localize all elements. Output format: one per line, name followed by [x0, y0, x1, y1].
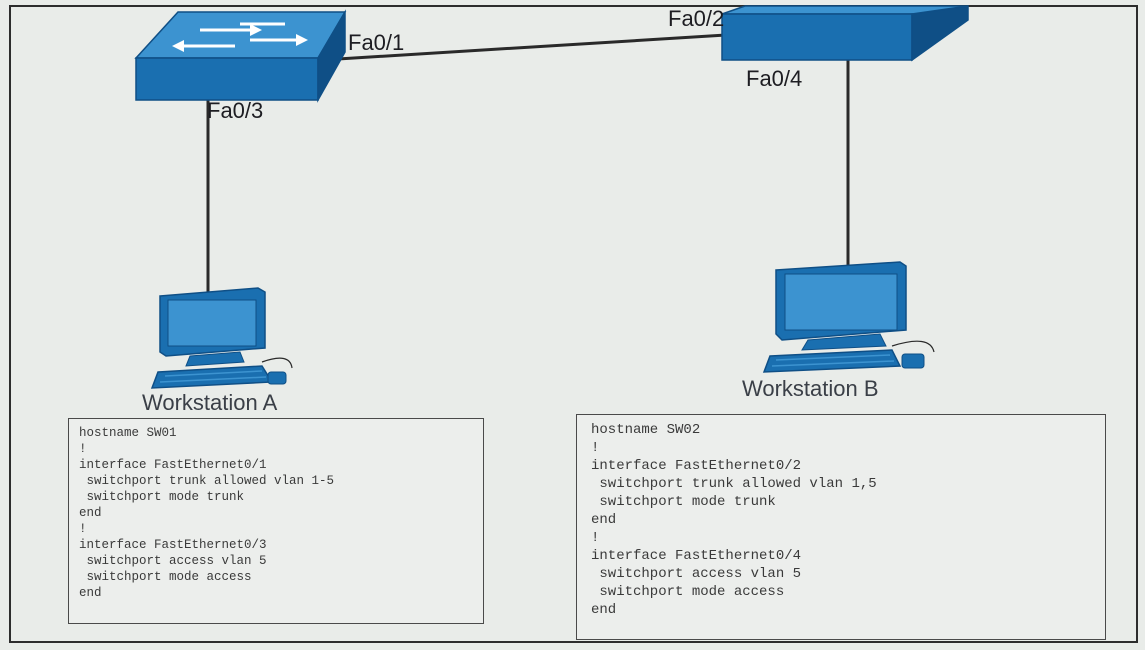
config-sw02-line: interface FastEthernet0/4 — [591, 548, 802, 564]
switch-sw02-icon — [721, 5, 969, 62]
workstation-a-icon — [150, 287, 293, 389]
workstation-b-label: Workstation B — [742, 376, 879, 401]
switch-sw01-icon — [134, 9, 347, 103]
port-label-fa0-2: Fa0/2 — [668, 6, 725, 31]
config-sw01-line: end — [79, 506, 102, 520]
workstation-b-icon — [762, 261, 935, 373]
config-sw01-line: switchport access vlan 5 — [79, 554, 267, 568]
config-sw01-line: interface FastEthernet0/1 — [79, 458, 267, 472]
config-sw01-line: end — [79, 586, 102, 600]
port-label-fa0-4: Fa0/4 — [746, 66, 803, 91]
config-sw02-line: switchport mode access — [591, 584, 785, 600]
config-sw01-line: switchport mode trunk — [79, 490, 245, 504]
config-sw01-line: ! — [79, 522, 87, 536]
config-text-sw01: hostname SW01!interface FastEthernet0/1 … — [79, 425, 473, 601]
diagram-frame — [9, 5, 1138, 643]
port-label-fa0-3: Fa0/3 — [207, 98, 264, 123]
config-sw02-line: interface FastEthernet0/2 — [591, 458, 802, 474]
config-sw02-line: switchport access vlan 5 — [591, 566, 802, 582]
config-box-sw02: hostname SW02!interface FastEthernet0/2 … — [576, 414, 1106, 640]
config-sw01-line: hostname SW01 — [79, 426, 177, 440]
config-sw01-line: interface FastEthernet0/3 — [79, 538, 267, 552]
config-sw02-line: hostname SW02 — [591, 422, 701, 438]
config-sw01-line: switchport trunk allowed vlan 1-5 — [79, 474, 335, 488]
config-sw02-line: ! — [591, 530, 600, 546]
config-text-sw02: hostname SW02!interface FastEthernet0/2 … — [591, 421, 1091, 619]
trunk-link — [321, 33, 727, 62]
config-sw02-line: switchport mode trunk — [591, 494, 776, 510]
config-sw01-line: switchport mode access — [79, 570, 252, 584]
config-sw01-line: ! — [79, 442, 87, 456]
port-label-fa0-1: Fa0/1 — [348, 30, 405, 55]
workstation-a-label: Workstation A — [142, 390, 278, 415]
config-box-sw01: hostname SW01!interface FastEthernet0/1 … — [68, 418, 484, 624]
config-sw02-line: ! — [591, 440, 600, 456]
config-sw02-line: end — [591, 602, 617, 618]
config-sw02-line: switchport trunk allowed vlan 1,5 — [591, 476, 877, 492]
config-sw02-line: end — [591, 512, 617, 528]
